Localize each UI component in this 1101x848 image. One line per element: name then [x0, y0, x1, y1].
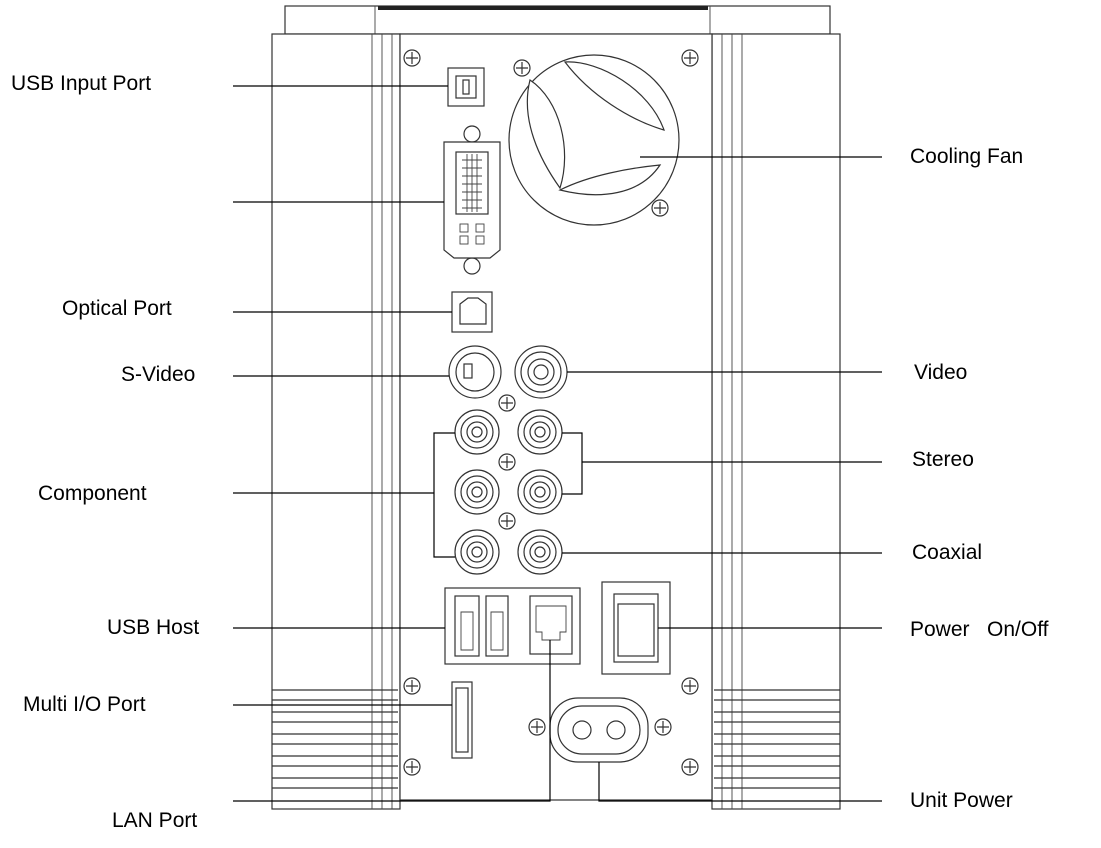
- usb-input-port-connector: [447, 67, 485, 107]
- right-vent-slots: [714, 689, 840, 789]
- stereo-jack-2: [517, 469, 563, 515]
- label-usb-host: USB Host: [107, 616, 200, 639]
- stereo-jack-1: [517, 409, 563, 455]
- component-jack-3: [454, 529, 500, 575]
- label-component: Component: [38, 482, 147, 505]
- label-coaxial: Coaxial: [912, 541, 983, 564]
- left-side-fin: [271, 33, 401, 810]
- component-jack-2: [454, 469, 500, 515]
- optical-port-connector: [451, 291, 493, 333]
- usb-host-lan-block: [444, 587, 581, 665]
- rca-jacks: [454, 345, 568, 575]
- s-video-connector: [448, 345, 502, 399]
- top-cap: [284, 5, 831, 35]
- label-lan-port: LAN Port: [112, 809, 198, 832]
- label-unit-power: Unit Power: [910, 789, 1013, 812]
- screw-icon: [403, 49, 699, 776]
- component-jack-1: [454, 409, 500, 455]
- video-jack: [514, 345, 568, 399]
- right-side-fin: [711, 33, 841, 810]
- label-multi-io-port: Multi I/O Port: [23, 693, 146, 716]
- label-optical-port: Optical Port: [62, 297, 172, 320]
- cooling-fan-icon: [508, 54, 680, 226]
- left-vent-slots: [272, 689, 398, 789]
- callout-lines: [233, 85, 882, 802]
- dvi-connector: [443, 125, 501, 275]
- label-video: Video: [914, 361, 968, 384]
- label-power-on-off: Power On/Off: [910, 618, 1049, 641]
- coaxial-jack: [517, 529, 563, 575]
- unit-power-inlet: [549, 697, 649, 763]
- label-usb-input-port: USB Input Port: [11, 72, 152, 95]
- multi-io-port-connector: [451, 681, 473, 759]
- label-stereo: Stereo: [912, 448, 974, 471]
- lan-port-connector: [529, 595, 573, 655]
- label-s-video: S-Video: [121, 363, 196, 386]
- label-cooling-fan: Cooling Fan: [910, 145, 1024, 168]
